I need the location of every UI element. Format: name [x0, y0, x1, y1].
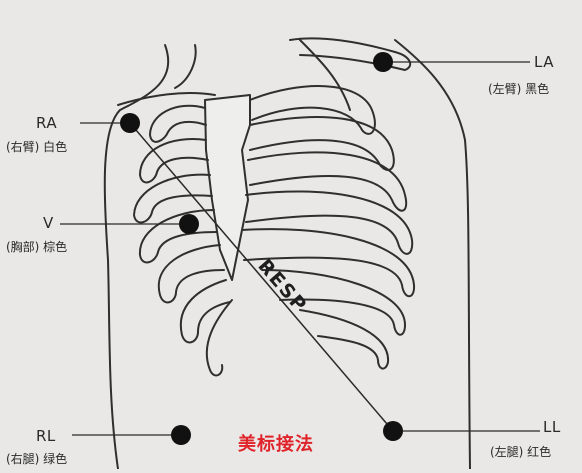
rib-r4 [138, 209, 217, 264]
scapula-left [299, 39, 351, 111]
rib-l1 [249, 85, 376, 135]
electrode-ll-code: LL [543, 418, 561, 436]
rib-r7 [205, 299, 233, 377]
rib-r3 [133, 173, 213, 224]
rib-r1 [149, 104, 207, 143]
electrode-la-code: LA [534, 53, 554, 71]
rib-r5 [157, 244, 225, 304]
rib-l4 [245, 190, 414, 255]
electrode-v-desc: (胸部) 棕色 [6, 240, 68, 254]
rib-l6 [261, 269, 406, 336]
rib-l2 [249, 116, 395, 171]
resp-label: RESP [253, 255, 311, 317]
torso-outline [103, 44, 170, 470]
clavicle-left [289, 37, 412, 71]
resp-line [129, 122, 394, 432]
rib-l3 [247, 151, 408, 212]
rib-r2 [139, 138, 209, 184]
electrode-ra-dot [120, 113, 140, 133]
electrode-v-dot [179, 214, 199, 234]
electrode-ll-dot [383, 421, 403, 441]
rib-l7 [299, 309, 390, 370]
electrode-v-code: V [43, 214, 54, 232]
electrode-ll-desc: (左腿) 红色 [490, 445, 552, 459]
rib-r6 [179, 279, 231, 344]
electrode-rl-desc: (右腿) 绿色 [6, 452, 68, 466]
electrode-ra-code: RA [36, 114, 58, 132]
electrode-rl-dot [171, 425, 191, 445]
electrode-la-dot [373, 52, 393, 72]
electrode-rl-code: RL [36, 427, 56, 445]
electrode-ra-desc: (右臂) 白色 [6, 140, 68, 154]
shoulder-left [174, 44, 197, 89]
electrode-la-desc: (左臂) 黑色 [488, 82, 550, 96]
torso-outline-right [394, 39, 471, 470]
clavicle-right [117, 92, 216, 106]
diagram-title: 美标接法 [238, 434, 314, 455]
sternum [204, 94, 251, 281]
rib-l5 [241, 228, 416, 298]
